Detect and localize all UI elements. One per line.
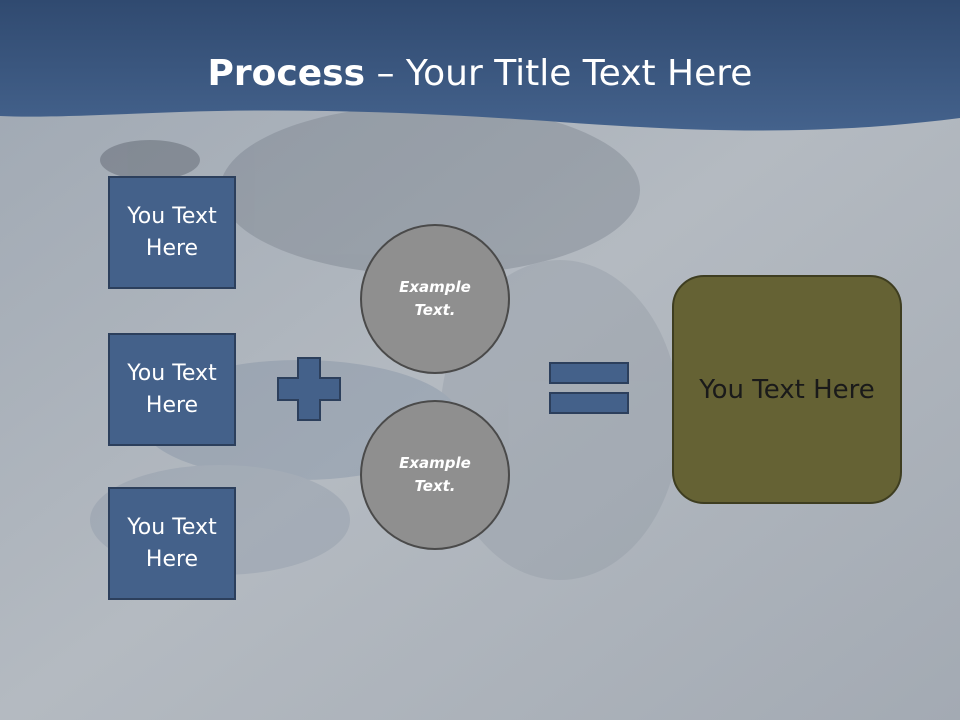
input-box-3[interactable]: You Text Here: [108, 487, 236, 600]
plus-icon: [277, 357, 341, 421]
circle-label: Example Text.: [399, 454, 471, 495]
result-label: You Text Here: [699, 374, 875, 405]
input-box-label: You Text Here: [127, 360, 217, 418]
circle-label: Example Text.: [399, 278, 471, 319]
result-box[interactable]: You Text Here: [672, 275, 902, 504]
example-circle-1[interactable]: Example Text.: [360, 224, 510, 374]
example-circle-2[interactable]: Example Text.: [360, 400, 510, 550]
header-band: [0, 0, 960, 131]
title-bold: Process: [207, 53, 366, 94]
equals-icon: [549, 362, 629, 414]
input-box-label: You Text Here: [127, 203, 217, 261]
input-box-1[interactable]: You Text Here: [108, 176, 236, 289]
title-rest: – Your Title Text Here: [365, 53, 753, 94]
input-box-2[interactable]: You Text Here: [108, 333, 236, 446]
page-title: Process – Your Title Text Here: [0, 52, 960, 96]
input-box-label: You Text Here: [127, 514, 217, 572]
